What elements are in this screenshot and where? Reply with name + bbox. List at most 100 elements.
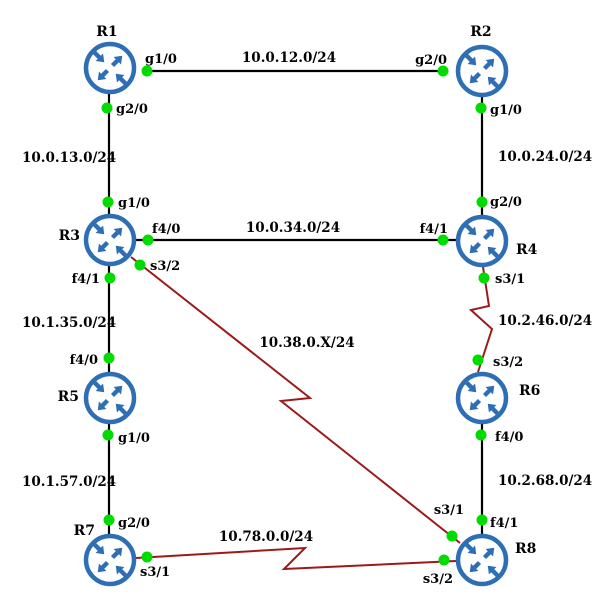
arrow-out-topright-icon xyxy=(110,227,123,240)
router-name-r3: R3 xyxy=(59,228,80,244)
interface-dot-r6-s3-2 xyxy=(472,354,484,366)
interface-dot-r3-f4-1 xyxy=(104,272,116,284)
interface-label-r5-g1-0: g1/0 xyxy=(118,431,150,446)
router-r8[interactable] xyxy=(455,533,509,587)
arrow-in-bottomright-icon xyxy=(115,565,128,578)
router-body-circle xyxy=(83,533,137,587)
router-r6[interactable] xyxy=(455,371,509,425)
router-r4[interactable] xyxy=(455,214,509,268)
network-label-r4-r6: 10.2.46.0/24 xyxy=(498,313,592,329)
network-label-r5-r7: 10.1.57.0/24 xyxy=(22,474,116,490)
arrow-in-topleft-icon xyxy=(464,380,477,393)
interface-dot-r4-s3-1 xyxy=(478,272,490,284)
interface-dot-r1-g1-0 xyxy=(141,65,153,77)
arrow-in-bottomright-icon xyxy=(115,403,128,416)
arrow-out-bottomleft-icon xyxy=(97,240,110,253)
arrow-in-bottomright-icon xyxy=(487,76,500,89)
router-body-circle xyxy=(83,41,137,95)
interface-label-r6-s3-2: s3/2 xyxy=(493,355,523,370)
network-label-r2-r4: 10.0.24.0/24 xyxy=(498,149,592,165)
interface-label-r4-f4-1: f4/1 xyxy=(420,222,448,237)
interface-label-r6-f4-0: f4/0 xyxy=(495,430,523,445)
interface-label-r8-s3-1: s3/1 xyxy=(434,503,464,518)
arrow-in-bottomright-icon xyxy=(487,246,500,259)
link-r7-r8-serial[interactable] xyxy=(135,546,457,571)
interface-label-r5-f4-0: f4/0 xyxy=(70,353,98,368)
interface-dot-r8-s3-1 xyxy=(446,530,458,542)
arrow-out-bottomleft-icon xyxy=(469,560,482,573)
router-name-r5: R5 xyxy=(58,389,79,405)
interface-dot-r1-g2-0 xyxy=(101,102,113,114)
interface-label-r7-g2-0: g2/0 xyxy=(118,516,150,531)
interface-dot-r4-f4-1 xyxy=(437,234,449,246)
router-body-circle xyxy=(83,371,137,425)
interface-dot-r2-g1-0 xyxy=(475,102,487,114)
network-label-r3-r5: 10.1.35.0/24 xyxy=(22,315,116,331)
interface-dot-r3-g1-0 xyxy=(102,196,114,208)
interface-label-r2-g2-0: g2/0 xyxy=(415,53,447,68)
arrow-in-topleft-icon xyxy=(92,542,105,555)
arrow-in-topleft-icon xyxy=(92,50,105,63)
interface-label-r3-f4-1: f4/1 xyxy=(72,272,100,287)
interface-label-r4-g2-0: g2/0 xyxy=(490,195,522,210)
router-r1[interactable] xyxy=(83,41,137,95)
arrow-out-topright-icon xyxy=(110,385,123,398)
router-name-r1: R1 xyxy=(96,24,117,40)
interface-label-r1-g2-0: g2/0 xyxy=(116,102,148,117)
link-r3-r8-serial[interactable] xyxy=(130,256,461,544)
router-name-r2: R2 xyxy=(470,24,491,40)
interface-label-r1-g1-0: g1/0 xyxy=(145,52,177,67)
interface-label-r3-s3-2: s3/2 xyxy=(150,259,180,274)
router-body-circle xyxy=(455,214,509,268)
arrow-out-bottomleft-icon xyxy=(469,241,482,254)
router-r5[interactable] xyxy=(83,371,137,425)
router-r3[interactable] xyxy=(83,213,137,267)
router-name-r6: R6 xyxy=(519,383,540,399)
network-label-r3-r4: 10.0.34.0/24 xyxy=(246,220,340,236)
arrow-in-bottomright-icon xyxy=(115,245,128,258)
arrow-in-bottomright-icon xyxy=(487,565,500,578)
router-name-r7: R7 xyxy=(74,523,95,539)
arrow-out-topright-icon xyxy=(110,547,123,560)
interface-dot-r2-g2-0 xyxy=(437,65,449,77)
arrow-out-bottomleft-icon xyxy=(469,71,482,84)
interface-dot-r4-g2-0 xyxy=(476,196,488,208)
network-label-r7-r8: 10.78.0.0/24 xyxy=(219,529,313,545)
interface-dot-r8-f4-1 xyxy=(476,514,488,526)
router-r7[interactable] xyxy=(83,533,137,587)
arrow-out-bottomleft-icon xyxy=(97,560,110,573)
router-body-circle xyxy=(455,371,509,425)
network-label-r3-r8: 10.38.0.X/24 xyxy=(259,335,354,351)
interface-dot-r6-f4-0 xyxy=(475,429,487,441)
interface-label-r3-g1-0: g1/0 xyxy=(118,196,150,211)
arrow-out-topright-icon xyxy=(482,58,495,71)
arrow-out-bottomleft-icon xyxy=(97,398,110,411)
router-body-circle xyxy=(455,533,509,587)
router-name-r8: R8 xyxy=(515,541,536,557)
interface-dot-r5-f4-0 xyxy=(103,352,115,364)
interface-dot-r3-f4-0 xyxy=(142,234,154,246)
interface-label-r4-s3-1: s3/1 xyxy=(495,272,525,287)
interface-dot-r8-s3-2 xyxy=(438,554,450,566)
link-r4-r6-serial[interactable] xyxy=(468,266,494,373)
router-body-circle xyxy=(455,44,509,98)
interface-label-r7-s3-1: s3/1 xyxy=(140,565,170,580)
interface-label-r8-s3-2: s3/2 xyxy=(423,572,453,587)
arrow-in-topleft-icon xyxy=(92,380,105,393)
interface-label-r8-f4-1: f4/1 xyxy=(490,516,518,531)
interface-dot-r3-s3-2 xyxy=(134,259,146,271)
arrow-in-bottomright-icon xyxy=(487,403,500,416)
interface-dot-r7-s3-1 xyxy=(141,551,153,563)
arrow-out-bottomleft-icon xyxy=(469,398,482,411)
arrow-in-topleft-icon xyxy=(92,222,105,235)
network-label-r1-r2: 10.0.12.0/24 xyxy=(242,50,336,66)
arrow-in-bottomright-icon xyxy=(115,73,128,86)
arrow-in-topleft-icon xyxy=(464,542,477,555)
arrow-in-topleft-icon xyxy=(464,53,477,66)
interface-label-r3-f4-0: f4/0 xyxy=(152,222,180,237)
router-r2[interactable] xyxy=(455,44,509,98)
interface-dot-r7-g2-0 xyxy=(103,514,115,526)
interface-dot-r5-g1-0 xyxy=(102,429,114,441)
arrow-out-topright-icon xyxy=(110,55,123,68)
